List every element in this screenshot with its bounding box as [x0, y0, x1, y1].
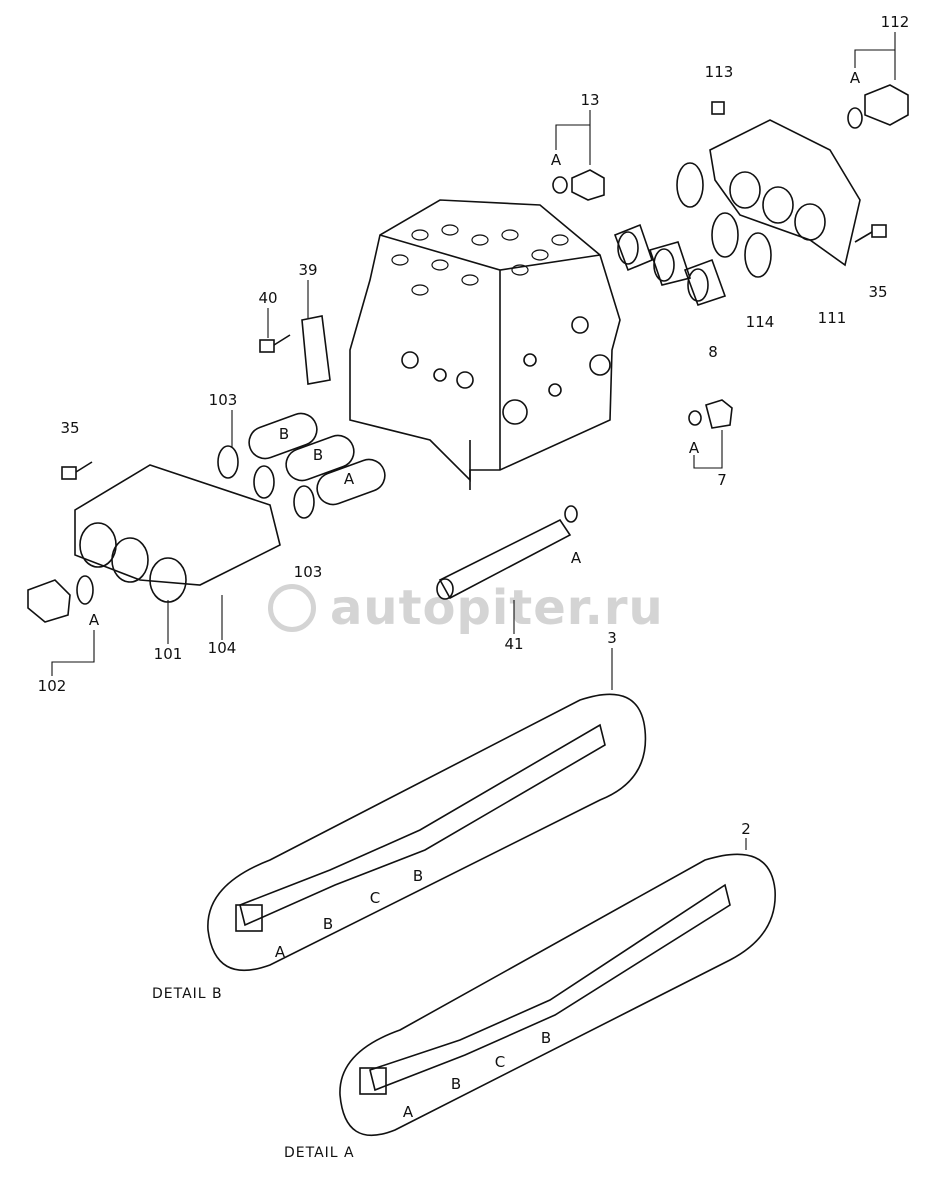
watermark: autopiter.ru [330, 580, 664, 636]
callout-letter-a: A [570, 549, 582, 567]
callout-letter-a: A [550, 151, 562, 169]
cover-111 [709, 119, 861, 267]
detail-b-letter-b: B [412, 867, 424, 885]
detail-b-title: DETAIL B [152, 986, 223, 1002]
detail-b-outline [207, 693, 647, 972]
callout-letter-a: A [688, 439, 700, 457]
cover-101 [74, 464, 281, 603]
callout-40: 40 [258, 289, 278, 307]
callout-114: 114 [745, 313, 775, 331]
callout-3: 3 [607, 629, 617, 647]
callout-letter-a: A [849, 69, 861, 87]
callout-111: 111 [817, 309, 847, 327]
detail-b-letter-b: B [322, 915, 334, 933]
watermark-logo-icon [268, 584, 316, 632]
bolt-40 [259, 334, 291, 353]
spool-41 [436, 505, 578, 600]
callout-2: 2 [741, 820, 751, 838]
bolt-35-left [61, 461, 93, 480]
callout-101: 101 [153, 645, 183, 663]
callout-113: 113 [704, 63, 734, 81]
detail-a-letter-c: C [494, 1053, 506, 1071]
plate-39 [301, 315, 331, 385]
callout-104: 104 [207, 639, 237, 657]
callout-112: 112 [880, 13, 910, 31]
valve-body [349, 199, 621, 490]
plug-102 [27, 575, 94, 623]
leader-lines [51, 32, 896, 850]
screw-113 [711, 101, 725, 115]
capsule-letter-b: B [278, 425, 290, 443]
capsule-letter-b: B [312, 446, 324, 464]
callout-7: 7 [717, 471, 727, 489]
callout-13: 13 [580, 91, 600, 109]
capsules [217, 412, 386, 519]
callout-letter-a: A [88, 611, 100, 629]
callout-35: 35 [60, 419, 80, 437]
capsule-letter-a: A [343, 470, 355, 488]
sleeves-8 [613, 223, 727, 307]
callout-103: 103 [208, 391, 238, 409]
detail-a-outline [339, 853, 776, 1137]
callout-35: 35 [868, 283, 888, 301]
plug-112 [847, 84, 909, 129]
detail-a-letter-a: A [402, 1103, 414, 1121]
detail-a-letter-b: B [450, 1075, 462, 1093]
plug-7 [688, 399, 733, 429]
callout-102: 102 [37, 677, 67, 695]
callout-41: 41 [504, 635, 524, 653]
callout-8: 8 [708, 343, 718, 361]
callout-39: 39 [298, 261, 318, 279]
bolt-35-right [854, 224, 887, 243]
detail-a-title: DETAIL A [284, 1145, 355, 1161]
plug-13 [552, 169, 605, 201]
detail-b-letter-a: A [274, 943, 286, 961]
o-rings-114 [676, 162, 772, 278]
callout-103: 103 [293, 563, 323, 581]
detail-b-letter-c: C [369, 889, 381, 907]
detail-a-letter-b: B [540, 1029, 552, 1047]
